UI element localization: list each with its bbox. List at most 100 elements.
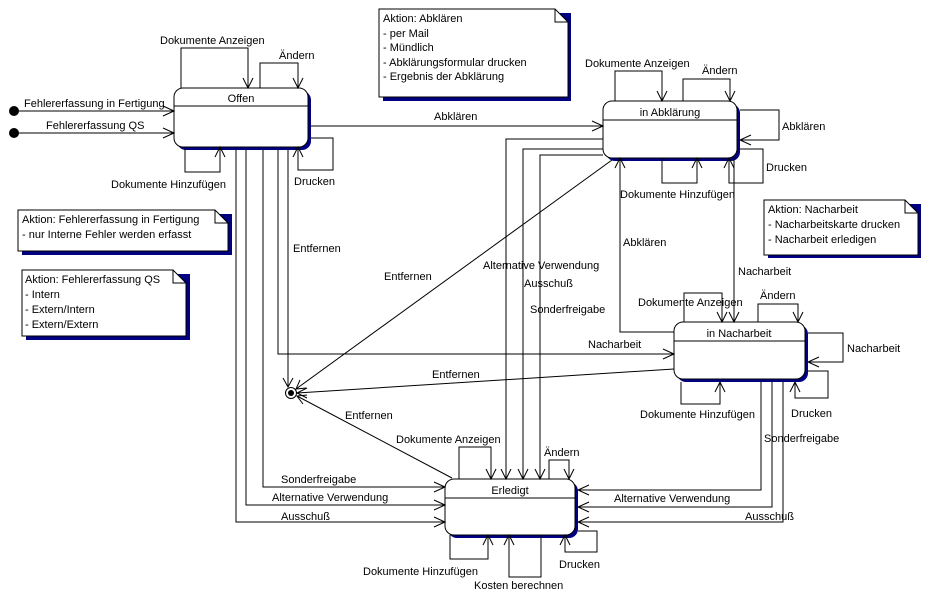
state-abklaerung[interactable]: in Abklärung: [602, 100, 740, 161]
transition-label: Drucken: [791, 408, 832, 420]
state-erledigt[interactable]: Erledigt: [444, 478, 578, 538]
transition-label: Dokumente Hinzufügen: [363, 566, 478, 578]
note-line: - nur Interne Fehler werden erfasst: [22, 229, 191, 241]
transition[interactable]: Entfernen: [295, 159, 613, 390]
transition-label: Ausschuß: [281, 511, 330, 523]
transition-label: Entfernen: [345, 410, 393, 422]
note-line: - Ergebnis der Abklärung: [383, 71, 504, 83]
self-transition[interactable]: Abklären: [738, 109, 825, 146]
transition-label: Entfernen: [384, 271, 432, 283]
state-name: in Abklärung: [640, 107, 701, 119]
transition[interactable]: Ausschuß: [235, 150, 447, 528]
transition[interactable]: Abklären: [614, 156, 674, 333]
transition-label: Dokumente Anzeigen: [160, 35, 265, 47]
self-transition[interactable]: Drucken: [723, 148, 807, 184]
self-transition[interactable]: Dokumente Anzeigen: [160, 35, 265, 90]
transition-label: Entfernen: [432, 369, 480, 381]
transition[interactable]: Alternative Verwendung: [576, 382, 762, 505]
transition-label: Nacharbeit: [738, 266, 791, 278]
transition[interactable]: Alternative Verwendung: [245, 150, 447, 511]
self-transition[interactable]: Dokumente Anzeigen: [585, 58, 690, 103]
self-transition[interactable]: Ändern: [259, 50, 314, 90]
transition-label: Ändern: [760, 290, 795, 302]
note-line: - Mündlich: [383, 42, 434, 54]
transition-label: Ändern: [544, 447, 579, 459]
self-transition[interactable]: Kosten berechnen: [474, 533, 563, 592]
self-transition[interactable]: Dokumente Anzeigen: [396, 434, 501, 481]
self-transition[interactable]: Dokumente Hinzufügen: [620, 156, 735, 201]
initial-transition-qs[interactable]: Fehlererfassung QS: [9, 120, 176, 139]
transition[interactable]: Entfernen: [296, 394, 453, 479]
note-line: - Intern: [25, 289, 60, 301]
transition-label: Ändern: [279, 50, 314, 62]
transition[interactable]: Entfernen: [295, 368, 675, 399]
transition-label: Dokumente Anzeigen: [638, 297, 743, 309]
transition[interactable]: Nacharbeit: [277, 150, 676, 360]
transition-label: Nacharbeit: [847, 343, 900, 355]
transition-label: Fehlererfassung QS: [46, 120, 144, 132]
transition-label: Abklären: [782, 121, 825, 133]
note-line: - Abklärungsformular drucken: [383, 57, 527, 69]
transition[interactable]: Nacharbeit: [728, 158, 791, 324]
transition[interactable]: Sonderfreigabe: [576, 382, 839, 528]
transition-label: Dokumente Anzeigen: [585, 58, 690, 70]
transition-label: Sonderfreigabe: [281, 474, 356, 486]
note-line: Aktion: Fehlererfassung in Fertigung: [22, 214, 199, 226]
self-transition[interactable]: Ändern: [682, 65, 737, 103]
note-abklaeren: Aktion: Abklären - per Mail - Mündlich -…: [378, 8, 571, 101]
self-transition[interactable]: Drucken: [559, 530, 600, 571]
initial-transition-fertigung[interactable]: Fehlererfassung in Fertigung: [9, 98, 176, 117]
transition-label: Dokumente Hinzufügen: [640, 409, 755, 421]
transition-label: Nacharbeit: [588, 339, 641, 351]
transition-label: Abklären: [623, 237, 666, 249]
transition[interactable]: Ausschuß: [576, 382, 794, 523]
self-transition[interactable]: Dokumente Anzeigen: [638, 292, 743, 324]
note-fertigung: Aktion: Fehlererfassung in Fertigung - n…: [17, 209, 232, 255]
state-name: in Nacharbeit: [707, 328, 772, 340]
transition[interactable]: Ausschuß: [517, 148, 603, 481]
transition-label: Sonderfreigabe: [530, 304, 605, 316]
note-line: - per Mail: [383, 28, 429, 40]
note-line: Aktion: Fehlererfassung QS: [25, 274, 160, 286]
transition-label: Alternative Verwendung: [272, 492, 388, 504]
note-line: - Extern/Extern: [25, 319, 98, 331]
self-transition[interactable]: Dokumente Hinzufügen: [363, 533, 494, 578]
transition[interactable]: Abklären: [311, 111, 605, 132]
transition-label: Kosten berechnen: [474, 580, 563, 592]
transition-label: Drucken: [559, 559, 600, 571]
note-line: Aktion: Nacharbeit: [768, 204, 858, 216]
self-transition[interactable]: Nacharbeit: [806, 332, 900, 368]
transition[interactable]: Sonderfreigabe: [262, 150, 447, 493]
transition-label: Alternative Verwendung: [614, 493, 730, 505]
state-name: Offen: [228, 93, 255, 105]
transition-label: Alternative Verwendung: [483, 260, 599, 272]
state-nacharbeit[interactable]: in Nacharbeit: [673, 321, 808, 382]
final-state-icon: [285, 387, 297, 399]
note-line: - Extern/Intern: [25, 304, 95, 316]
self-transition[interactable]: Dokumente Hinzufügen: [111, 145, 226, 191]
self-transition[interactable]: Ändern: [544, 447, 579, 481]
transition-label: Entfernen: [293, 243, 341, 255]
self-transition[interactable]: Dokumente Hinzufügen: [640, 380, 755, 421]
transition-label: Ausschuß: [745, 511, 794, 523]
transition[interactable]: Entfernen: [282, 150, 341, 389]
note-qs: Aktion: Fehlererfassung QS - Intern - Ex…: [21, 269, 190, 340]
note-line: - Nacharbeit erledigen: [768, 234, 876, 246]
self-transition[interactable]: Drucken: [292, 137, 335, 188]
transition-label: Drucken: [294, 176, 335, 188]
transition-label: Abklären: [434, 111, 477, 123]
self-transition[interactable]: Drucken: [789, 370, 832, 420]
note-line: Aktion: Abklären: [383, 13, 463, 25]
transition-label: Ausschuß: [524, 278, 573, 290]
transition[interactable]: Alternative Verwendung: [483, 138, 603, 481]
transition-label: Dokumente Hinzufügen: [111, 179, 226, 191]
transition-label: Dokumente Anzeigen: [396, 434, 501, 446]
transition-label: Dokumente Hinzufügen: [620, 189, 735, 201]
transition[interactable]: Sonderfreigabe: [530, 154, 605, 481]
state-offen[interactable]: Offen: [173, 87, 311, 150]
transition-label: Fehlererfassung in Fertigung: [24, 98, 165, 110]
note-line: - Nacharbeitskarte drucken: [768, 219, 900, 231]
transition-label: Sonderfreigabe: [764, 433, 839, 445]
self-transition[interactable]: Ändern: [757, 290, 804, 324]
